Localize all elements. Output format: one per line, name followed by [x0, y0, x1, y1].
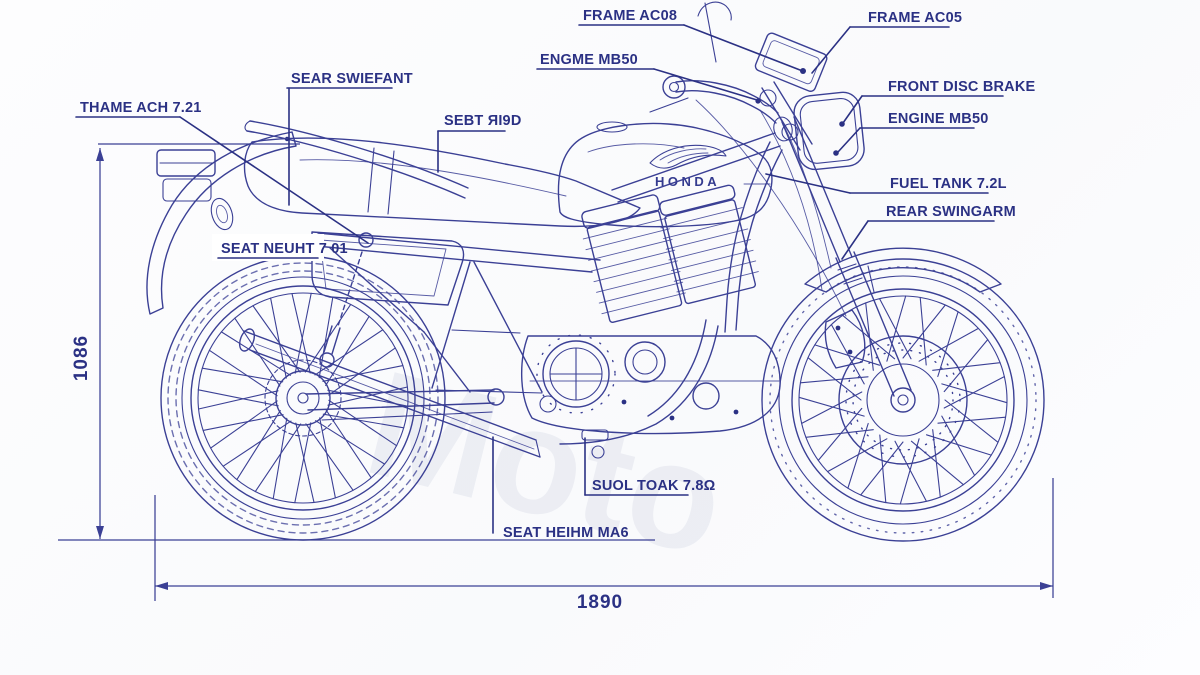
seat — [243, 137, 641, 228]
instrument-cluster — [754, 32, 828, 92]
watermark-text: Moto — [352, 338, 740, 588]
front-brake-caliper — [824, 309, 866, 369]
callout-leaders — [75, 24, 1004, 534]
callout-seat-neuht: SEAT NEUHT 7 01 — [221, 241, 348, 257]
dimension-length: 1890 — [154, 478, 1054, 613]
callout-frame-ac08: FRAME AC08 — [583, 8, 677, 24]
exhaust-muffler — [238, 319, 719, 458]
dimension-length-value: 1890 — [577, 592, 623, 613]
callout-fuel-tank: FUEL TANK 7.2L — [890, 176, 1007, 192]
rear-fender — [146, 131, 297, 315]
tank-brand-text: HONDA — [655, 174, 720, 189]
honda-logo: HONDA — [649, 144, 727, 189]
front-fender — [804, 247, 1002, 293]
callout-engine-mb50: ENGINE MB50 — [888, 111, 989, 127]
callout-thame-ach: THAME ACH 7.21 — [80, 100, 202, 116]
front-wheel — [761, 258, 1045, 542]
callout-frame-ac05: FRAME AC05 — [868, 10, 962, 26]
frame — [315, 132, 783, 394]
callout-seat-heihm: SEAT HEIHM MA6 — [503, 525, 629, 541]
callout-rear-swingarm: REAR SWINGARM — [886, 204, 1016, 220]
dimension-height-value: 1086 — [71, 335, 92, 381]
grab-rail — [244, 120, 469, 199]
crankcase — [521, 334, 781, 435]
front-brake-disc — [838, 335, 968, 465]
front-wheel-spokes — [798, 295, 1008, 505]
callout-suol-toak: SUOL TOAK 7.8Ω — [592, 478, 716, 494]
callout-sebt-ri9d: SEBT ЯI9D — [444, 113, 522, 129]
engine — [521, 184, 781, 459]
callout-engme-mb50: ENGME MB50 — [540, 52, 638, 68]
dimension-height: 1086 — [58, 143, 655, 541]
front-wheel-spokes-cross — [799, 296, 1007, 504]
callout-front-disc-brake: FRONT DISC BRAKE — [888, 79, 1036, 95]
tail-light — [156, 149, 216, 202]
rear-wheel — [160, 255, 446, 541]
mirror-stem — [697, 1, 732, 63]
fuel-tank: HONDA — [557, 121, 773, 228]
front-fork — [759, 81, 912, 397]
callout-texts: THAME ACH 7.21 SEAR SWIEFANT SEBT ЯI9D F… — [80, 8, 1036, 541]
handlebar — [649, 1, 847, 317]
side-panel — [311, 231, 465, 306]
callout-sear-swiefant: SEAR SWIEFANT — [291, 71, 413, 87]
